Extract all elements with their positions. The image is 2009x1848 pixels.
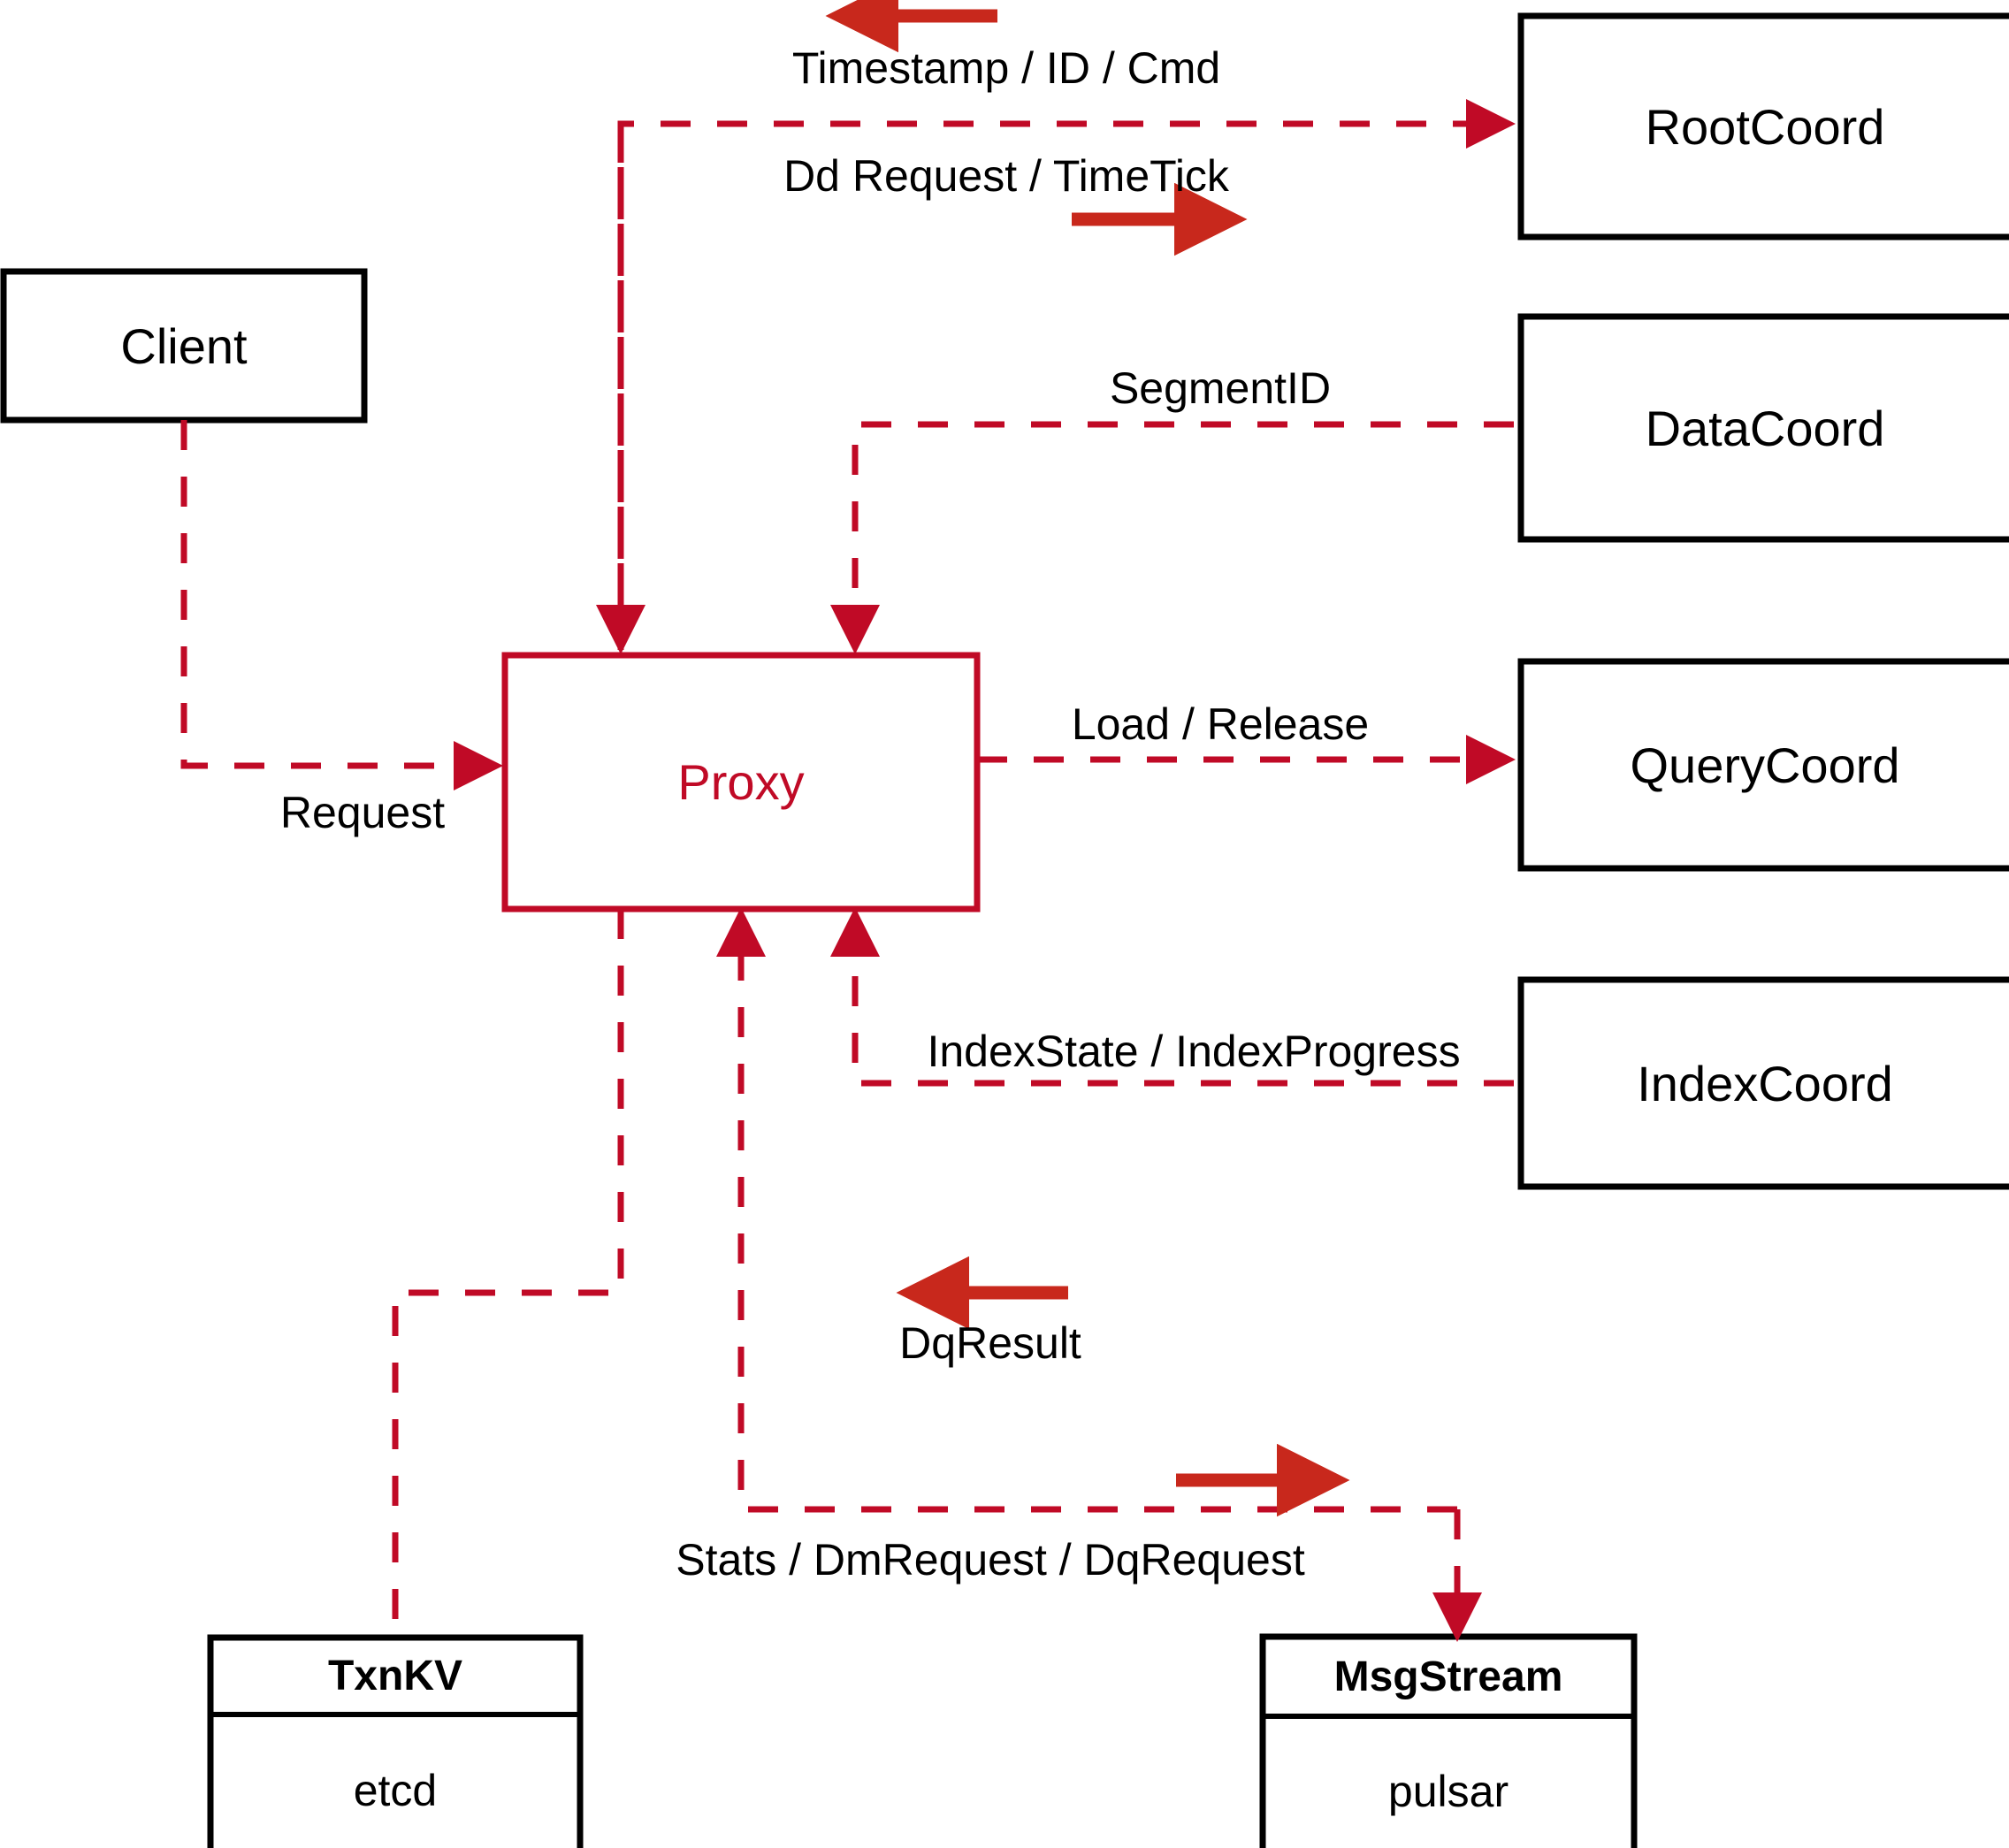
- edge-proxy-to-rootcoord: [617, 99, 1516, 650]
- edge-label-proxy-to-querycoord: Load / Release: [1071, 699, 1370, 749]
- node-box-txnkv[interactable]: [207, 1634, 584, 1848]
- edge-label-indexcoord-to-proxy: IndexState / IndexProgress: [927, 1027, 1461, 1076]
- node-box-proxy[interactable]: [501, 652, 981, 913]
- edge-label-rootcoord-to-proxy: Timestamp / ID / Cmd: [791, 43, 1221, 93]
- edge-datacoord-to-proxy: [830, 421, 1514, 654]
- edge-client-to-proxy: [180, 420, 503, 790]
- edge-label-proxy-to-rootcoord: Dd Request / TimeTick: [783, 151, 1229, 201]
- node-box-indexcoord[interactable]: [1517, 976, 2009, 1190]
- node-box-rootcoord[interactable]: [1517, 12, 2009, 241]
- edge-label-datacoord-to-proxy: SegmentID: [1109, 363, 1332, 413]
- node-box-msgstream[interactable]: [1259, 1633, 1638, 1848]
- edge-msgstream-to-proxy: [716, 907, 1457, 1513]
- node-box-querycoord[interactable]: [1517, 658, 2009, 872]
- edge-label-msgstream-to-proxy: DqResult: [899, 1318, 1081, 1368]
- node-box-client[interactable]: [0, 268, 368, 424]
- node-box-datacoord[interactable]: [1517, 313, 2009, 543]
- edge-proxy-to-txnkv: [392, 909, 624, 1638]
- edge-label-proxy-to-msgstream: Stats / DmRequest / DqRequest: [676, 1535, 1305, 1585]
- edge-label-client-to-proxy: Request: [279, 788, 446, 837]
